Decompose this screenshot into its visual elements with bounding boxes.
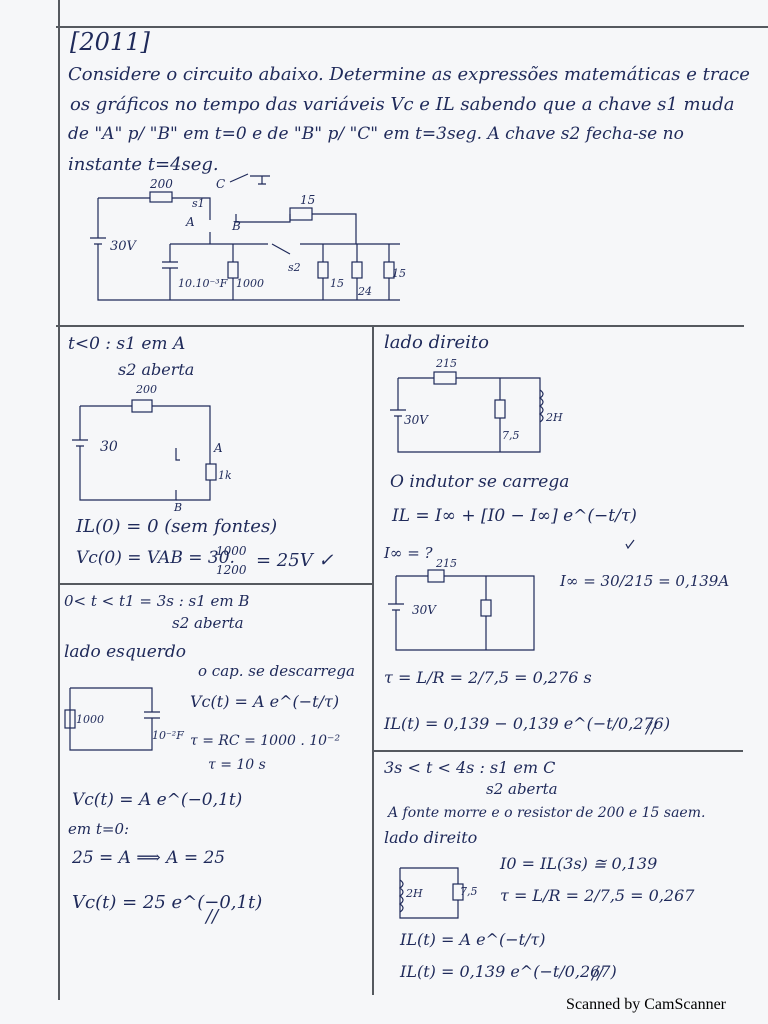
s3-eq3: I∞ = 30/215 = 0,139A xyxy=(560,572,730,590)
s4-title: 3s < t < 4s : s1 em C xyxy=(384,758,556,777)
s1-eq1: IL(0) = 0 (sem fontes) xyxy=(76,516,278,537)
s1-title: t<0 : s1 em A xyxy=(68,334,186,354)
s3-circuit2-schematic xyxy=(388,569,535,651)
top-rule xyxy=(56,26,768,28)
check-mark xyxy=(625,539,635,550)
s3-eq5: IL(t) = 0,139 − 0,139 e^(−t/0,276) xyxy=(384,714,671,733)
s1-eq2-right: = 25V ✓ xyxy=(256,550,334,571)
s3-mark: // xyxy=(646,718,657,737)
s2-eq7: Vc(t) = 25 e^(−0,1t) xyxy=(72,892,263,913)
s1-label-1k: 1k xyxy=(218,469,232,482)
s1-circuit-schematic xyxy=(72,399,217,501)
main-label-s2: s2 xyxy=(288,261,301,274)
s2-note: o cap. se descarrega xyxy=(198,662,355,680)
main-label-cap: 10.10⁻³F xyxy=(178,277,228,290)
s2-label-1000: 1000 xyxy=(76,713,104,726)
s2-subtitle: s2 aberta xyxy=(172,614,244,632)
main-label-24: 24 xyxy=(358,285,372,298)
s2-eq1: Vc(t) = A e^(−t/τ) xyxy=(190,692,340,711)
main-label-30v: 30V xyxy=(110,239,136,254)
s2-circuit-schematic xyxy=(64,687,160,751)
s4-note: A fonte morre e o resistor de 200 e 15 s… xyxy=(388,805,706,821)
main-label-1000: 1000 xyxy=(236,277,264,290)
s4-eq2: τ = L/R = 2/7,5 = 0,267 xyxy=(500,886,695,905)
s2-title: 0< t < t1 = 3s : s1 em B xyxy=(64,592,250,610)
center-divider xyxy=(372,325,374,995)
left-margin-line xyxy=(58,0,60,1000)
s2-eq2: τ = RC = 1000 . 10⁻² xyxy=(190,733,341,749)
main-circuit-schematic xyxy=(90,173,400,301)
main-label-b: B xyxy=(232,219,241,233)
s3-circuit1-schematic xyxy=(390,371,544,453)
s1-subtitle: s2 aberta xyxy=(118,360,195,379)
main-label-200: 200 xyxy=(150,177,173,191)
main-label-15-right: 15 xyxy=(392,267,406,280)
s4-eq4: IL(t) = 0,139 e^(−t/0,267) xyxy=(400,962,617,981)
main-label-a: A xyxy=(186,215,195,229)
year-label: [2011] xyxy=(70,28,150,56)
s4-circuit-schematic xyxy=(398,867,464,919)
s4-mark: // xyxy=(592,964,603,983)
problem-line-2: os gráficos no tempo das variáveis Vc e … xyxy=(70,94,735,115)
s3-eq2: I∞ = ? xyxy=(384,544,433,562)
s3-label-30v: 30V xyxy=(404,413,428,427)
s1-eq2-left: Vc(0) = VAB = 30. xyxy=(76,548,235,568)
s3-c2-label-30v: 30V xyxy=(412,603,436,617)
s3-label-2h: 2H xyxy=(546,411,563,424)
s2-eq5: em t=0: xyxy=(68,820,130,838)
s2-side: lado esquerdo xyxy=(64,642,187,662)
scanner-footer: Scanned by CamScanner xyxy=(566,996,726,1013)
right-divider xyxy=(373,750,743,752)
s3-note: O indutor se carrega xyxy=(390,472,570,492)
s1-eq2-num: 1000 xyxy=(216,544,247,558)
s1-label-30: 30 xyxy=(100,439,118,455)
main-label-c: C xyxy=(216,177,226,191)
s2-mark: // xyxy=(206,906,219,927)
problem-line-1: Considere o circuito abaixo. Determine a… xyxy=(68,64,750,85)
s4-eq3: IL(t) = A e^(−t/τ) xyxy=(400,930,546,949)
problem-line-4: instante t=4seg. xyxy=(68,154,219,175)
s2-label-cap: 10⁻²F xyxy=(152,729,184,742)
main-label-15-mid: 15 xyxy=(330,277,344,290)
s3-label-75: 7,5 xyxy=(502,429,520,442)
main-label-s1: s1 xyxy=(192,197,205,210)
s4-label-75: 7,5 xyxy=(460,885,478,898)
problem-line-3: de "A" p/ "B" em t=0 e de "B" p/ "C" em … xyxy=(68,124,684,144)
s3-label-215: 215 xyxy=(436,357,457,370)
s4-label-2h: 2H xyxy=(406,887,423,900)
s2-eq4: Vc(t) = A e^(−0,1t) xyxy=(72,790,243,810)
s2-eq6: 25 = A ⟹ A = 25 xyxy=(72,848,226,868)
s1-label-200: 200 xyxy=(136,383,157,396)
s1-label-a: A xyxy=(214,441,223,455)
s1-label-b: B xyxy=(174,501,183,514)
s4-eq1: I0 = IL(3s) ≅ 0,139 xyxy=(500,854,658,873)
left-divider xyxy=(58,583,373,585)
s3-eq4: τ = L/R = 2/7,5 = 0,276 s xyxy=(384,668,592,687)
s1-eq2-den: 1200 xyxy=(216,563,247,577)
s4-side: lado direito xyxy=(384,828,478,847)
s3-eq1: IL = I∞ + [I0 − I∞] e^(−t/τ) xyxy=(392,506,637,526)
s3-c2-label-215: 215 xyxy=(436,557,457,570)
s2-eq3: τ = 10 s xyxy=(208,757,266,773)
main-label-15-top: 15 xyxy=(300,193,316,207)
s4-subtitle: s2 aberta xyxy=(486,780,558,798)
header-divider xyxy=(56,325,744,327)
s3-side: lado direito xyxy=(384,332,489,353)
